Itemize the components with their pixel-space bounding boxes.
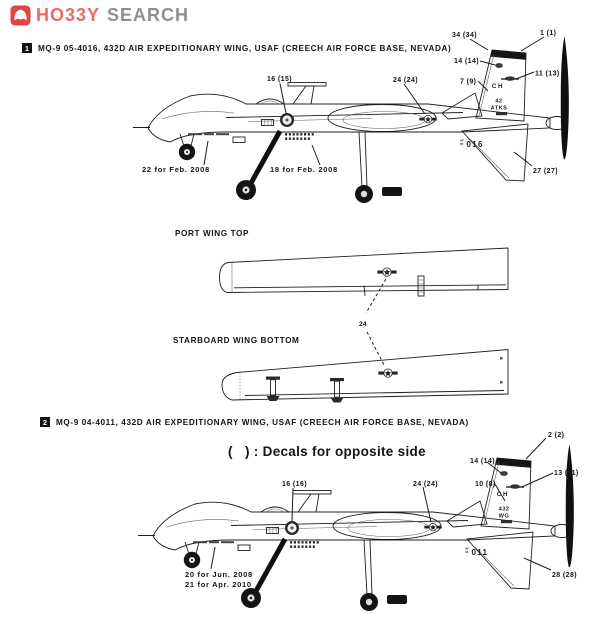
callout-label: 1 (1) — [540, 30, 556, 37]
section-2-heading: 2 MQ-9 04-4011, 432D AIR EXPEDITIONARY W… — [40, 417, 600, 427]
callout-label: 2 (2) — [548, 432, 564, 439]
callout-label: 11 (13) — [535, 71, 560, 78]
callout-label: 7 (9) — [460, 79, 476, 86]
tail-unit-line1: 42 — [495, 99, 502, 105]
boom-prefix: AF — [465, 547, 469, 551]
section-1-title: MQ-9 05-4016, 432D AIR EXPEDITIONARY WIN… — [38, 44, 452, 53]
date-note: 22 for Feb. 2008 — [142, 165, 210, 174]
brand-word-hobby: HO33Y — [36, 5, 101, 25]
callout-label: 14 (14) — [470, 458, 495, 465]
callout-label: 24 (24) — [413, 481, 438, 488]
opposite-side-note: ( ) : Decals for opposite side — [228, 444, 426, 459]
wing-striped-marker — [417, 275, 425, 297]
section-2-number-box: 2 — [40, 417, 50, 427]
wing-callout-24: 24 — [359, 321, 367, 328]
wing-pylon — [330, 378, 344, 403]
tail-unit-line1: 432 — [499, 507, 510, 513]
hobby-search-logo-icon — [10, 5, 31, 26]
section-1-heading: 1 MQ-9 05-4016, 432D AIR EXPEDITIONARY W… — [22, 43, 582, 53]
callout-leader-lines — [203, 36, 545, 167]
mq9-airframe — [133, 36, 569, 203]
boom-number: 011 — [472, 548, 489, 557]
boom-number: 016 — [467, 140, 484, 149]
callout-label: 24 (24) — [393, 77, 418, 84]
callout-label: 14 (14) — [454, 58, 479, 65]
wing-star-insignia — [377, 368, 399, 378]
callout-leader-lines — [210, 437, 554, 571]
port-wing-top-drawing — [219, 247, 509, 297]
callout-label: 16 (16) — [282, 481, 307, 488]
site-header: HO33Y SEARCH — [10, 5, 189, 26]
callout-label: 28 (28) — [552, 572, 577, 579]
wing-star-insignia — [376, 267, 398, 277]
port-wing-top-label: PORT WING TOP — [175, 229, 250, 238]
wing-pylon — [266, 376, 280, 401]
starboard-wing-bottom-drawing — [221, 349, 509, 403]
dashed-leader — [366, 331, 385, 366]
brand-word-search: SEARCH — [107, 5, 190, 25]
boom-serial-small: 04 — [465, 550, 469, 554]
callout-label: 13 (11) — [554, 470, 579, 477]
callout-label: 10 (8) — [475, 481, 496, 488]
section-1-number-box: 1 — [22, 43, 32, 53]
tail-unit-line2: ATKS — [491, 106, 508, 112]
tailcode: CH — [492, 83, 504, 90]
section-2-title: MQ-9 04-4011, 432D AIR EXPEDITIONARY WIN… — [56, 418, 469, 427]
tailcode: CH — [497, 491, 509, 498]
starboard-wing-bottom-label: STARBOARD WING BOTTOM — [173, 336, 300, 345]
date-note: 21 for Apr. 2010 — [185, 580, 252, 589]
aircraft-2-side-view: CH 432 WG AF 04 011 16 (16) 24 (24) 2 (2… — [135, 432, 579, 628]
callout-label: 27 (27) — [533, 168, 558, 175]
callout-label: 34 (34) — [452, 32, 477, 39]
aircraft-1-side-view: CH 42 ATKS AF 05 016 16 (15) 24 (24) 34 … — [130, 30, 614, 212]
callout-label: 16 (15) — [267, 76, 292, 83]
boom-prefix: AF — [460, 139, 464, 143]
dashed-leader — [365, 278, 387, 314]
date-note: 18 for Feb. 2008 — [270, 165, 338, 174]
wing-views-illustration: 24 — [219, 247, 509, 403]
date-note: 20 for Jun. 2008 — [185, 570, 253, 579]
boom-serial-small: 05 — [460, 142, 464, 146]
tail-unit-line2: WG — [499, 514, 510, 520]
